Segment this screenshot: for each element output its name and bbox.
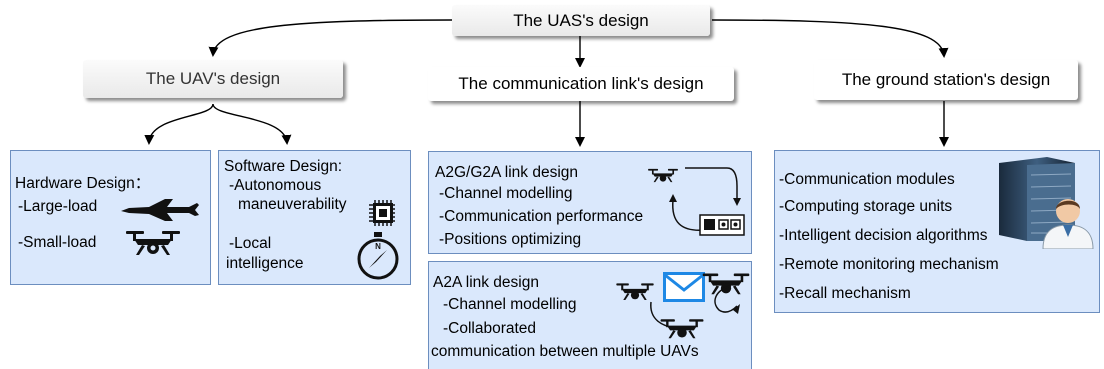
arrow-root-to-uav (208, 19, 453, 57)
software-design-box: Software Design: -Autonomous maneuverabi… (218, 150, 411, 285)
ground-title: The ground station's design (814, 60, 1078, 100)
a2a-heading: A2A link design (433, 274, 539, 291)
quadcopter-icon (660, 319, 704, 339)
ground-title-text: The ground station's design (841, 70, 1051, 89)
a2g-item-positions: -Positions optimizing (439, 231, 582, 248)
hardware-design-box: Hardware Design： -Large-load -Small-load (10, 150, 211, 285)
uav-title: The UAV's design (83, 60, 343, 98)
uav-title-text: The UAV's design (145, 69, 281, 88)
a2a-item-collaborated-b: communication between multiple UAVs (431, 343, 699, 360)
svg-text:N: N (375, 242, 381, 251)
envelope-icon (663, 272, 705, 302)
quadcopter-icon (648, 168, 678, 183)
software-item-1: -Autonomous (229, 177, 322, 194)
software-item-2: -Local (229, 235, 272, 252)
quadcopter-icon (702, 273, 750, 295)
quadcopter-icon (126, 231, 180, 255)
ground-station-box: -Communication modules -Computing storag… (774, 150, 1100, 313)
root-title: The UAS's design (452, 5, 710, 36)
quadcopter-icon (616, 283, 654, 300)
ground-item-storage: -Computing storage units (779, 198, 953, 215)
ground-item-comm-modules: -Communication modules (779, 171, 955, 188)
comm-title-text: The communication link's design (458, 74, 704, 93)
remote-controller-icon (699, 214, 745, 236)
hardware-heading: Hardware Design： (15, 175, 151, 192)
software-item-2b: intelligence (226, 255, 304, 272)
root-title-text: The UAS's design (513, 10, 649, 30)
comm-title: The communication link's design (428, 67, 734, 101)
software-heading: Software Design: (224, 158, 343, 175)
a2a-item-collaborated: -Collaborated (443, 320, 537, 337)
a2a-item-channel: -Channel modelling (443, 296, 577, 313)
a2a-link-box: A2A link design -Channel modelling -Coll… (428, 261, 752, 369)
chip-icon (369, 200, 395, 226)
ground-item-recall: -Recall mechanism (779, 285, 911, 302)
hardware-item-small-load: -Small-load (18, 234, 97, 251)
operator-icon (1042, 199, 1094, 249)
arrow-uav-to-hardware (144, 103, 214, 145)
ground-item-monitoring: -Remote monitoring mechanism (779, 256, 999, 273)
software-item-1b: maneuverability (238, 196, 347, 213)
a2g-item-channel: -Channel modelling (439, 185, 573, 202)
arrow-uav-to-software (212, 103, 292, 145)
a2g-heading: A2G/G2A link design (435, 164, 579, 181)
compass-icon: N (357, 232, 399, 280)
ground-item-decision: -Intelligent decision algorithms (779, 227, 988, 244)
a2g-item-performance: -Communication performance (439, 208, 644, 225)
a2g-link-box: A2G/G2A link design -Channel modelling -… (428, 151, 752, 254)
fixed-wing-drone-icon (121, 199, 199, 221)
hardware-item-large-load: -Large-load (18, 198, 98, 215)
a2a-link-arrows (650, 285, 740, 329)
arrow-root-to-ground (711, 19, 949, 58)
